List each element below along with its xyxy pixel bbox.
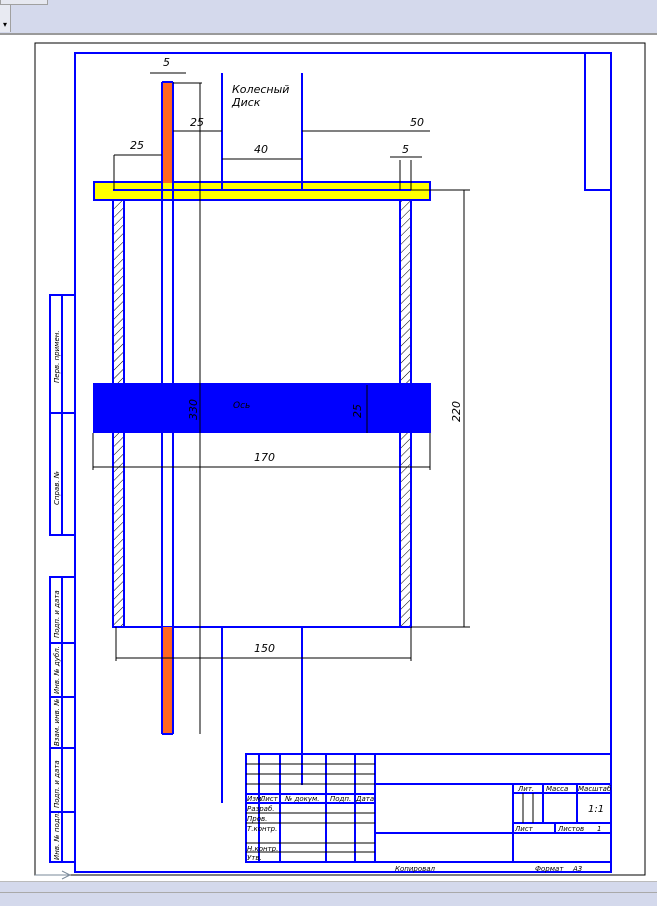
stamp-label: Перв. примен. — [53, 330, 61, 383]
title-block — [245, 753, 612, 863]
stamp-label: Инв. № дубл. — [53, 646, 61, 694]
tb-copied: Копировал — [395, 865, 436, 873]
tb-format-value: A3 — [572, 865, 582, 873]
dim-axle-length: 170 — [254, 451, 275, 464]
tb-scale-label: Масштаб — [578, 785, 612, 793]
tb-scale-value: 1:1 — [588, 804, 604, 815]
tb-sheets-value: 1 — [597, 825, 601, 833]
tb-sheets: Листов — [557, 825, 584, 833]
label-wheel-disc: Колесный — [232, 83, 289, 96]
chevron-down-icon: ▾ — [2, 20, 7, 29]
tb-header: Подп. — [330, 795, 351, 803]
title-block-thin — [246, 763, 534, 853]
stamp-label: Справ. № — [53, 471, 61, 505]
tb-header: Лист — [259, 795, 279, 803]
side-stamp — [49, 294, 76, 863]
dim-disc-width: 40 — [254, 143, 268, 156]
dim-wall: 5 — [402, 143, 409, 156]
sheet-border — [34, 42, 646, 876]
dim-shaft-to-disc: 25 — [190, 116, 204, 129]
tb-header: Дата — [355, 795, 374, 803]
dim-right-offset: 50 — [410, 116, 424, 129]
dim-shaft-length: 330 — [187, 399, 200, 420]
axis-origin-icon — [35, 870, 72, 880]
shaft-top[interactable] — [163, 82, 173, 183]
tb-mass: Масса — [546, 785, 568, 793]
tb-role: Т.контр. — [247, 825, 277, 833]
tb-header: № докум. — [284, 795, 320, 803]
toolbar: ▾ — [0, 0, 657, 35]
tb-role: Разраб. — [247, 805, 275, 813]
tb-lit: Лит. — [517, 785, 534, 793]
dimension-lines — [92, 72, 470, 734]
label-axle: Ось — [233, 401, 250, 411]
stamp-label: Подп. и дата — [53, 760, 61, 808]
tb-format: Формат — [535, 865, 564, 873]
stamp-label: Взам. инв. № — [53, 698, 61, 746]
stamp-label: Подп. и дата — [53, 590, 61, 638]
toolbar-button[interactable] — [0, 0, 48, 5]
axle[interactable] — [93, 383, 431, 433]
stamp-label: Инв. № подл. — [53, 812, 61, 860]
dropdown-button[interactable]: ▾ — [0, 5, 11, 32]
tb-role: Пров. — [247, 815, 267, 823]
shaft-bottom[interactable] — [163, 627, 173, 734]
dim-inner-width: 150 — [254, 642, 275, 655]
tb-role: Утв. — [247, 854, 262, 862]
dim-height: 220 — [450, 401, 463, 422]
tb-header: Изм. — [247, 795, 263, 803]
tb-sheet: Лист — [514, 825, 534, 833]
label-wheel-disc-2: Диск — [231, 96, 261, 109]
status-bar — [0, 881, 657, 906]
dim-left-offset: 25 — [130, 139, 144, 152]
tb-role: Н.контр. — [247, 845, 278, 853]
dim-axle-height: 25 — [351, 404, 364, 418]
dim-shaft-width: 5 — [163, 56, 170, 69]
